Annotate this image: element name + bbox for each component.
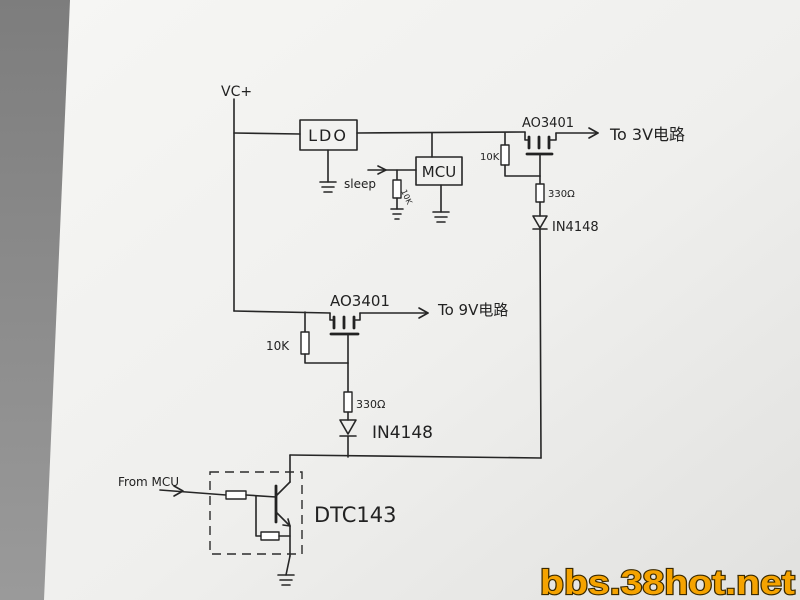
paper-sheet <box>44 0 800 600</box>
mcu-block: MCU <box>415 132 463 223</box>
wire-bottom-gate-node <box>304 353 349 364</box>
package-outline <box>209 471 303 555</box>
diode-triangle <box>532 215 548 229</box>
ldo-regulator: LDO <box>299 119 358 193</box>
top-gate-resistor-label: 10K <box>480 152 500 163</box>
bottom-series-resistor-label: 330Ω <box>356 398 385 411</box>
p-mosfet-icon <box>329 312 361 364</box>
wire-driver-bus <box>289 454 542 459</box>
arrow-right-icon <box>377 165 387 175</box>
arrow-right-icon <box>418 307 429 319</box>
transistor-collector <box>275 481 291 497</box>
watermark: bbs.38hot.net <box>540 564 795 600</box>
mosfet-drain-lead <box>548 132 557 141</box>
wire-to-base <box>245 494 277 498</box>
top-series-resistor <box>535 183 545 203</box>
wire-driver-ground <box>285 555 291 576</box>
top-switch: AO3401 To 3V电路 10K 330Ω IN4148 <box>480 116 685 459</box>
wire-top-return <box>539 228 542 459</box>
supply-label: VC+ <box>221 84 252 100</box>
sleep-label: sleep <box>344 177 376 191</box>
base-resistor <box>225 490 247 500</box>
p-mosfet-icon <box>524 131 557 177</box>
ground-icon <box>390 208 404 220</box>
bottom-series-resistor <box>343 391 353 413</box>
mcu-box <box>415 156 463 186</box>
bottom-diode-label: IN4148 <box>372 423 433 443</box>
arrow-right-icon <box>173 485 184 497</box>
driver-transistor-label: DTC143 <box>314 503 397 527</box>
mosfet-channel <box>527 135 551 150</box>
transistor-emitter <box>275 511 291 527</box>
sleep-resistor <box>392 179 402 199</box>
sleep-input: sleep 10K <box>344 165 417 220</box>
wire-top-gate-node <box>504 164 541 177</box>
top-mosfet-label: AO3401 <box>522 116 574 131</box>
bottom-switch: AO3401 To 9V电路 10K 330Ω IN4148 <box>233 292 508 458</box>
mosfet-channel <box>332 315 356 330</box>
arrow-right-icon <box>588 127 599 139</box>
ldo-label: LDO <box>308 126 348 145</box>
mosfet-source-lead <box>524 131 529 141</box>
diode-triangle <box>339 419 357 435</box>
driver-input-label: From MCU <box>118 475 179 489</box>
ground-icon <box>319 181 337 193</box>
ground-icon <box>277 574 295 586</box>
mosfet-source-lead <box>329 312 334 321</box>
top-gate-resistor <box>500 144 510 166</box>
bottom-output-label: To 9V电路 <box>437 301 508 319</box>
wire-base-emitter <box>255 495 262 537</box>
mosfet-drain-lead <box>353 312 361 321</box>
npn-transistor-icon <box>274 481 291 557</box>
top-diode-label: IN4148 <box>552 220 599 235</box>
top-output-label: To 3V电路 <box>609 125 685 144</box>
bottom-mosfet-label: AO3401 <box>330 292 390 310</box>
bottom-gate-resistor <box>300 331 310 355</box>
mcu-label: MCU <box>422 163 456 181</box>
driver-section: From MCU DTC143 <box>118 454 397 586</box>
wire-3v-rail <box>356 131 526 134</box>
top-series-resistor-label: 330Ω <box>548 189 575 200</box>
wire-vcc-to-lower-mosfet <box>233 310 331 314</box>
ground-icon <box>432 211 450 223</box>
supply-section: VC+ <box>221 84 301 312</box>
wire-vcc-to-ldo <box>233 132 301 135</box>
bottom-gate-resistor-label: 10K <box>266 339 290 353</box>
base-emitter-resistor <box>260 531 280 541</box>
wire-driver-input <box>159 489 227 496</box>
